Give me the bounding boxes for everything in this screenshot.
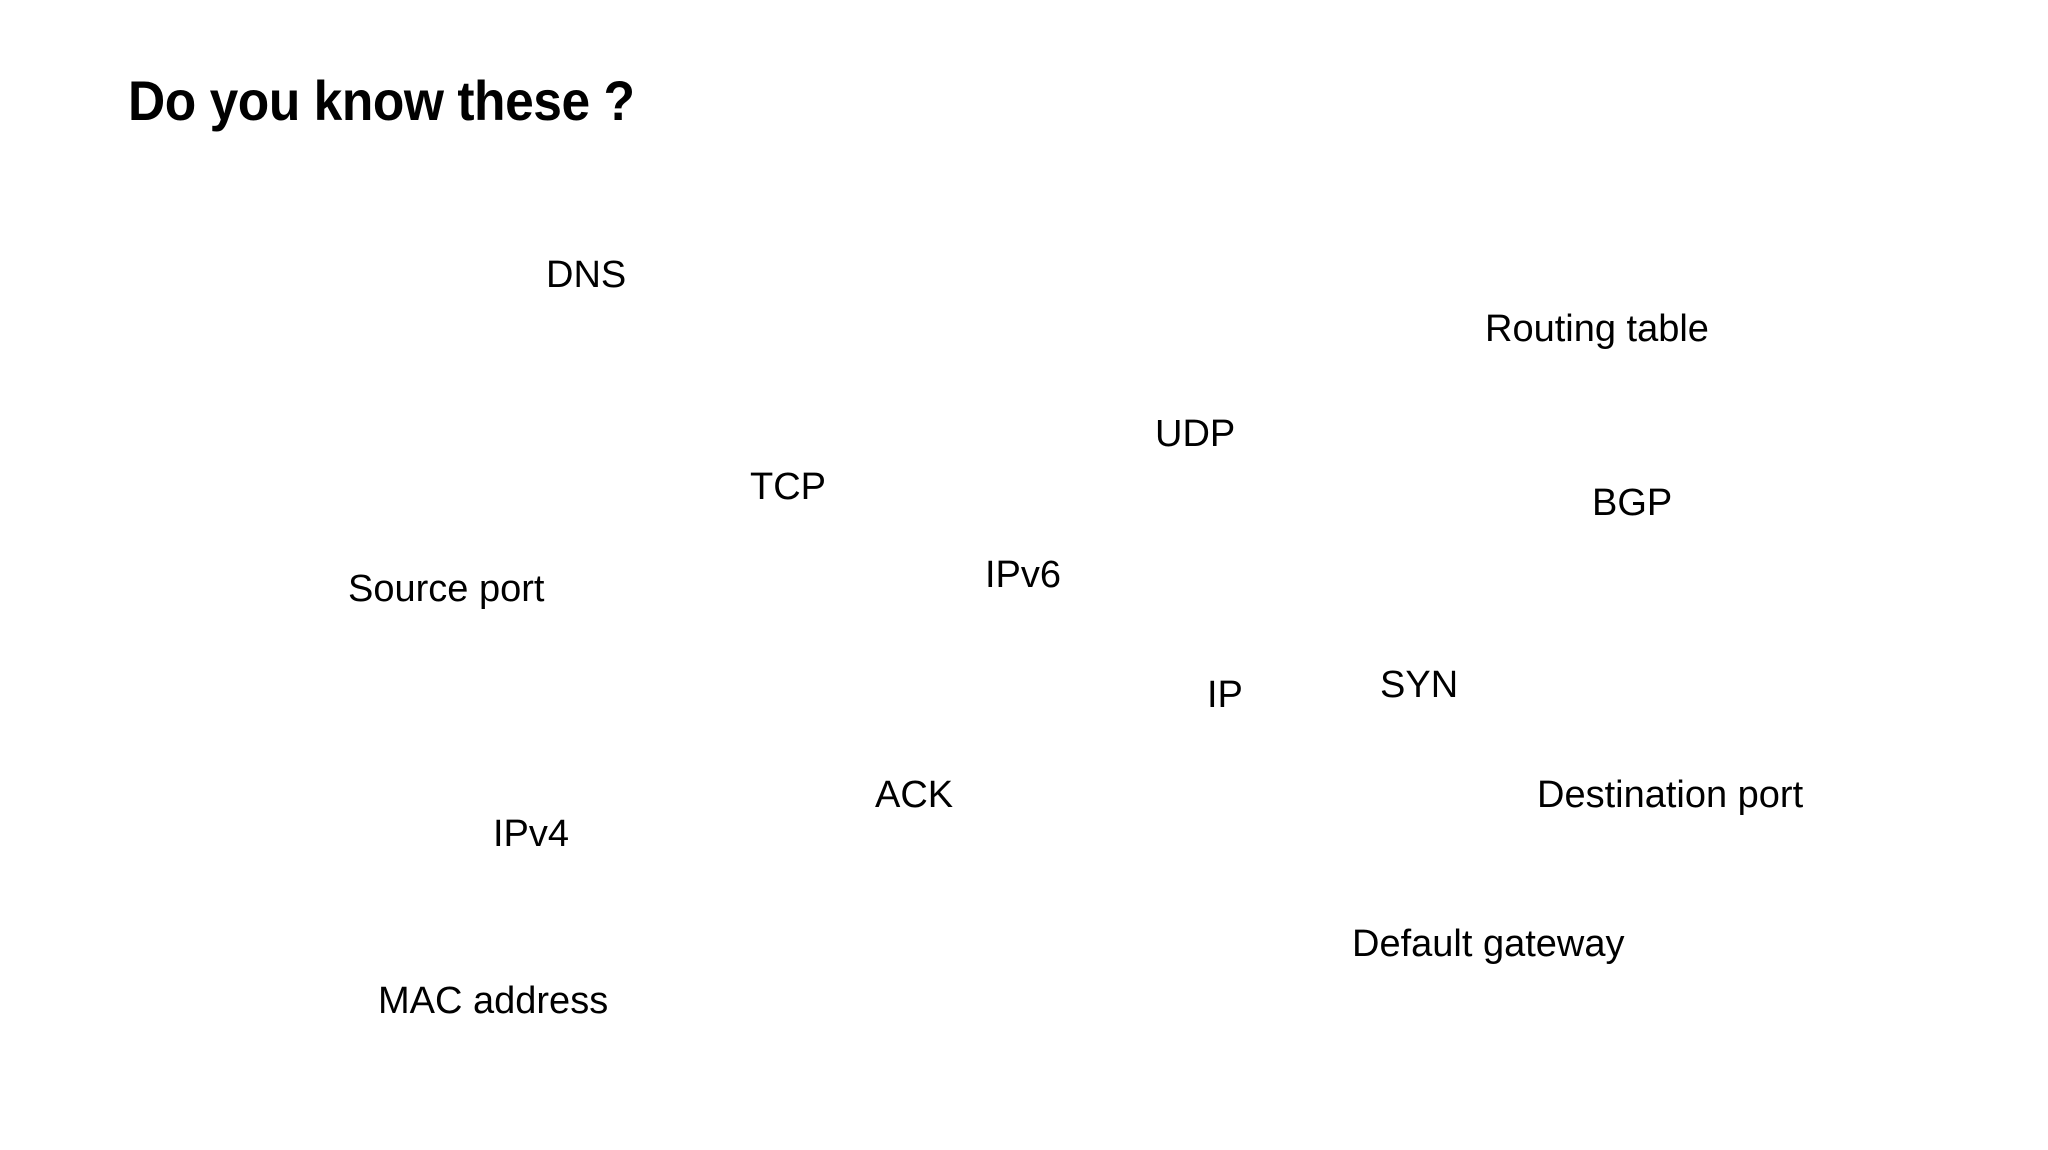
term-label: IPv4	[493, 813, 570, 855]
term-label: Destination port	[1537, 774, 1804, 816]
term-label: TCP	[750, 466, 826, 508]
term-label: Default gateway	[1352, 923, 1625, 965]
term-label: MAC address	[378, 980, 609, 1022]
term-label: SYN	[1380, 664, 1459, 706]
term-label: IP	[1207, 674, 1243, 716]
term-label: Routing table	[1485, 308, 1709, 350]
term-label: BGP	[1592, 482, 1673, 524]
page-title: Do you know these ?	[128, 69, 635, 132]
term-label: ACK	[875, 774, 954, 816]
term-label: DNS	[546, 254, 627, 296]
term-label: Source port	[348, 568, 545, 610]
term-label: IPv6	[985, 554, 1062, 596]
term-label: UDP	[1155, 413, 1236, 455]
